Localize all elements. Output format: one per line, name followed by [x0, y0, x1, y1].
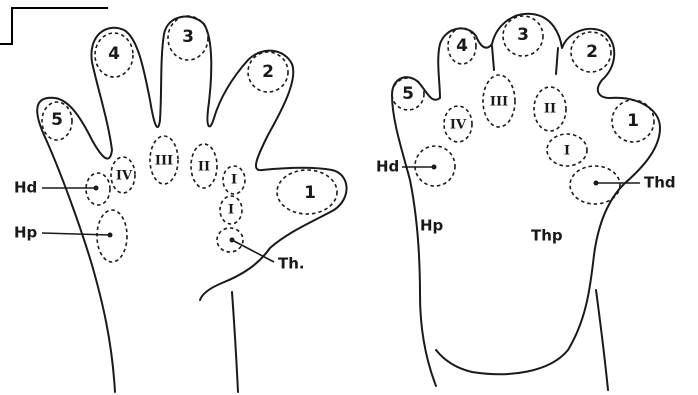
right-hand [392, 14, 660, 390]
label-right-thp: Thp [531, 227, 563, 245]
label-digit-4: 4 [456, 36, 468, 56]
right-hand-web-4-3 [492, 46, 494, 70]
label-right-hd: Hd [376, 158, 399, 176]
label-left-th: Th. [278, 255, 305, 273]
label-interdigital-II: II [544, 102, 556, 117]
label-interdigital-I-upper: I [231, 173, 237, 188]
label-digit-3: 3 [182, 27, 194, 47]
leader-left-hp [42, 233, 110, 235]
leader-dot-right-hd [432, 165, 437, 170]
left-hand-pads [42, 16, 337, 262]
left-hand [37, 17, 346, 392]
label-interdigital-I-lower: I [228, 203, 234, 218]
left-hand-leaders [42, 186, 274, 263]
leader-dot-left-th [230, 238, 235, 243]
label-left-hd: Hd [14, 179, 37, 197]
label-digit-3: 3 [517, 25, 529, 45]
label-digit-5: 5 [402, 84, 414, 104]
label-right-hp: Hp [420, 217, 444, 235]
label-interdigital-II: II [198, 160, 210, 175]
leader-dot-left-hp [108, 233, 113, 238]
left-hand-labels: 1 2 3 4 5 I I II III IV Hd Hp Th. [14, 27, 316, 273]
label-interdigital-IV: IV [116, 169, 133, 184]
right-hand-outline [392, 14, 660, 386]
right-hand-web-3-2 [556, 48, 558, 74]
label-digit-2: 2 [586, 42, 598, 62]
left-hand-wrist-right [232, 292, 238, 392]
label-interdigital-III: III [155, 154, 173, 169]
label-digit-5: 5 [51, 110, 63, 130]
leader-dot-left-hd [94, 186, 99, 191]
label-right-thd: Thd [644, 174, 676, 192]
label-interdigital-IV: IV [450, 118, 467, 133]
corner-frame [0, 8, 108, 44]
label-left-hp: Hp [14, 224, 38, 242]
left-hand-outline [37, 17, 346, 392]
leader-dot-right-thd [594, 181, 599, 186]
label-digit-4: 4 [108, 44, 120, 64]
right-hand-labels: 1 2 3 4 5 I II III IV Hd Hp Thp Thd [376, 25, 676, 245]
label-digit-1: 1 [627, 111, 639, 131]
right-hand-wrist-right [596, 290, 608, 390]
label-digit-2: 2 [262, 62, 274, 82]
label-digit-1: 1 [304, 183, 316, 203]
label-interdigital-I: I [564, 144, 570, 159]
label-interdigital-III: III [490, 95, 508, 110]
